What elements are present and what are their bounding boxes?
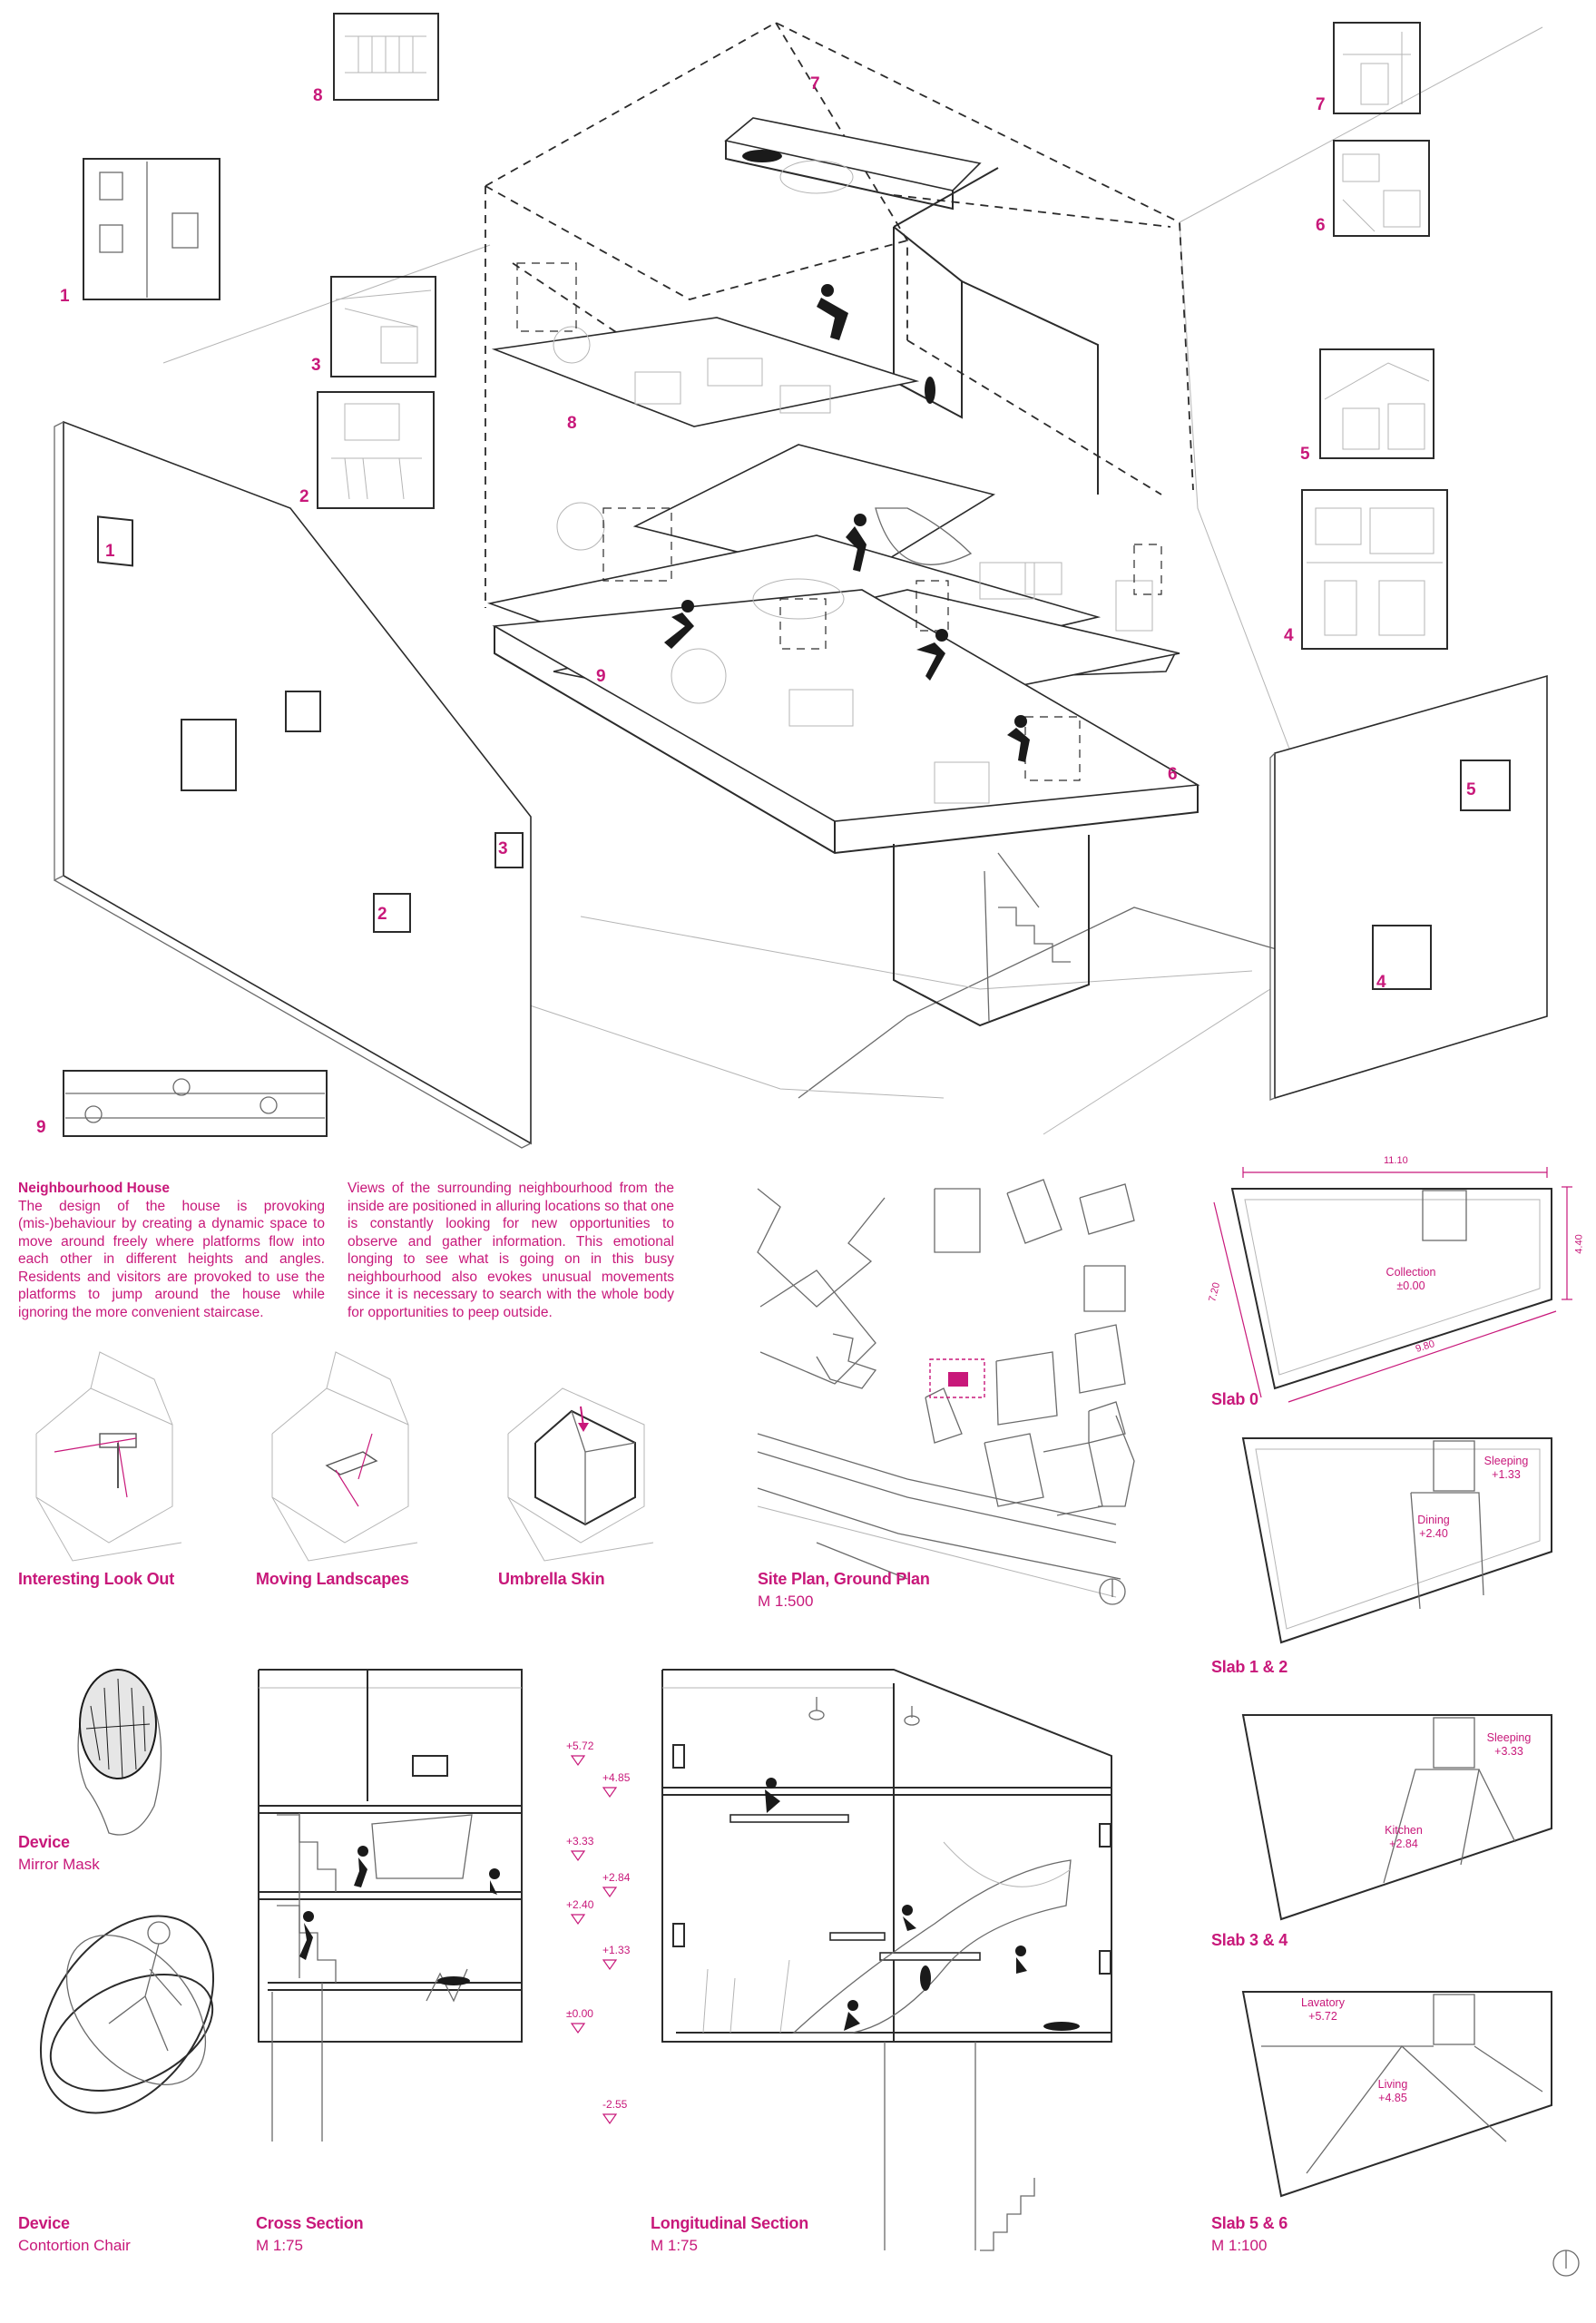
concept-moving-landscapes — [271, 1351, 418, 1562]
view-number-7-axo: 7 — [810, 74, 820, 93]
level-markers — [570, 1755, 618, 2125]
exploded-wall-left — [54, 420, 532, 1149]
device-1-title: Device — [18, 1833, 70, 1851]
level-label: +2.40 — [566, 1898, 594, 1911]
concept-label-look-out: Interesting Look Out — [18, 1570, 175, 1588]
contortion-chair — [39, 1915, 215, 2114]
cross-section-scale: M 1:75 — [256, 2237, 303, 2254]
view-number-5-wall: 5 — [1466, 780, 1476, 799]
slab56-scale: M 1:100 — [1211, 2237, 1268, 2254]
longitudinal-section-title: Longitudinal Section — [651, 2214, 808, 2232]
site-plan-title: Site Plan, Ground Plan — [758, 1570, 930, 1588]
slab34-room-sleeping: Sleeping+3.33 — [1486, 1731, 1532, 1758]
cross-section-title: Cross Section — [256, 2214, 364, 2232]
concept-label-moving-landscapes: Moving Landscapes — [256, 1570, 409, 1588]
view-number-9-axo: 9 — [596, 667, 606, 686]
slab0-room-collection: Collection±0.00 — [1385, 1266, 1436, 1292]
intro-title: Neighbourhood House — [18, 1181, 171, 1196]
level-label: -2.55 — [602, 2098, 628, 2111]
view-number-8-thumb: 8 — [313, 86, 323, 105]
level-label: +5.72 — [566, 1740, 594, 1752]
view-number-7-thumb: 7 — [1316, 95, 1326, 114]
level-label: +3.33 — [566, 1835, 594, 1848]
cross-section — [258, 1669, 523, 2142]
device-1-name: Mirror Mask — [18, 1856, 100, 1873]
concept-label-umbrella-skin: Umbrella Skin — [498, 1570, 605, 1588]
intro-block-2: Views of the surrounding neighbourhood f… — [348, 1180, 674, 1321]
longitudinal-section — [661, 1669, 1112, 2251]
dim-right: 4.40 — [1573, 1234, 1585, 1254]
intro-paragraph-1: The design of the house is provoking (mi… — [18, 1198, 325, 1320]
device-2-name: Contortion Chair — [18, 2237, 131, 2254]
slab12-room-sleeping: Sleeping+1.33 — [1483, 1455, 1529, 1481]
devices — [39, 1669, 215, 2114]
view-thumbnails — [63, 13, 1448, 1137]
level-label: ±0.00 — [566, 2007, 593, 2020]
site-plan — [757, 1179, 1135, 1605]
longitudinal-section-scale: M 1:75 — [651, 2237, 698, 2254]
view-number-4-wall: 4 — [1376, 973, 1386, 992]
device-2-title: Device — [18, 2214, 70, 2232]
concept-diagrams — [35, 1351, 654, 1562]
concept-look-out — [35, 1351, 182, 1562]
concept-umbrella-skin — [507, 1387, 654, 1562]
site-plan-scale: M 1:500 — [758, 1593, 814, 1610]
view-number-2-wall: 2 — [377, 905, 387, 924]
level-label: +4.85 — [602, 1771, 631, 1784]
slab34-label: Slab 3 & 4 — [1211, 1931, 1288, 1949]
exploded-wall-right — [1269, 674, 1548, 1101]
slab56-room-lavatory: Lavatory+5.72 — [1301, 1996, 1345, 2023]
view-number-6-axo: 6 — [1168, 765, 1178, 784]
slab56-room-living: Living+4.85 — [1377, 2078, 1408, 2104]
slab0-label: Slab 0 — [1211, 1390, 1258, 1408]
level-label: +2.84 — [602, 1871, 631, 1884]
level-label: +1.33 — [602, 1944, 631, 1956]
view-number-3-wall: 3 — [498, 839, 508, 858]
axonometric-house — [485, 21, 1200, 1027]
slab12-label: Slab 1 & 2 — [1211, 1658, 1288, 1676]
intro-paragraph-2: Views of the surrounding neighbourhood f… — [348, 1181, 674, 1320]
slab56-label: Slab 5 & 6 — [1211, 2214, 1288, 2232]
view-number-4-thumb: 4 — [1284, 626, 1294, 645]
dim-top: 11.10 — [1384, 1155, 1408, 1166]
view-number-2-thumb: 2 — [299, 487, 309, 506]
slab34-room-kitchen: Kitchen+2.84 — [1385, 1824, 1423, 1850]
view-number-8-axo: 8 — [567, 414, 577, 433]
slab-plans — [1213, 1167, 1580, 2277]
slab12-room-dining: Dining+2.40 — [1417, 1514, 1450, 1540]
mirror-mask — [77, 1669, 162, 1836]
view-number-1-wall: 1 — [105, 542, 115, 561]
view-number-6-thumb: 6 — [1316, 216, 1326, 235]
intro-block-1: Neighbourhood House The design of the ho… — [18, 1180, 325, 1321]
view-number-5-thumb: 5 — [1300, 445, 1310, 464]
view-number-3-thumb: 3 — [311, 356, 321, 375]
view-number-1-thumb: 1 — [60, 287, 70, 306]
view-number-9-thumb: 9 — [36, 1118, 46, 1137]
